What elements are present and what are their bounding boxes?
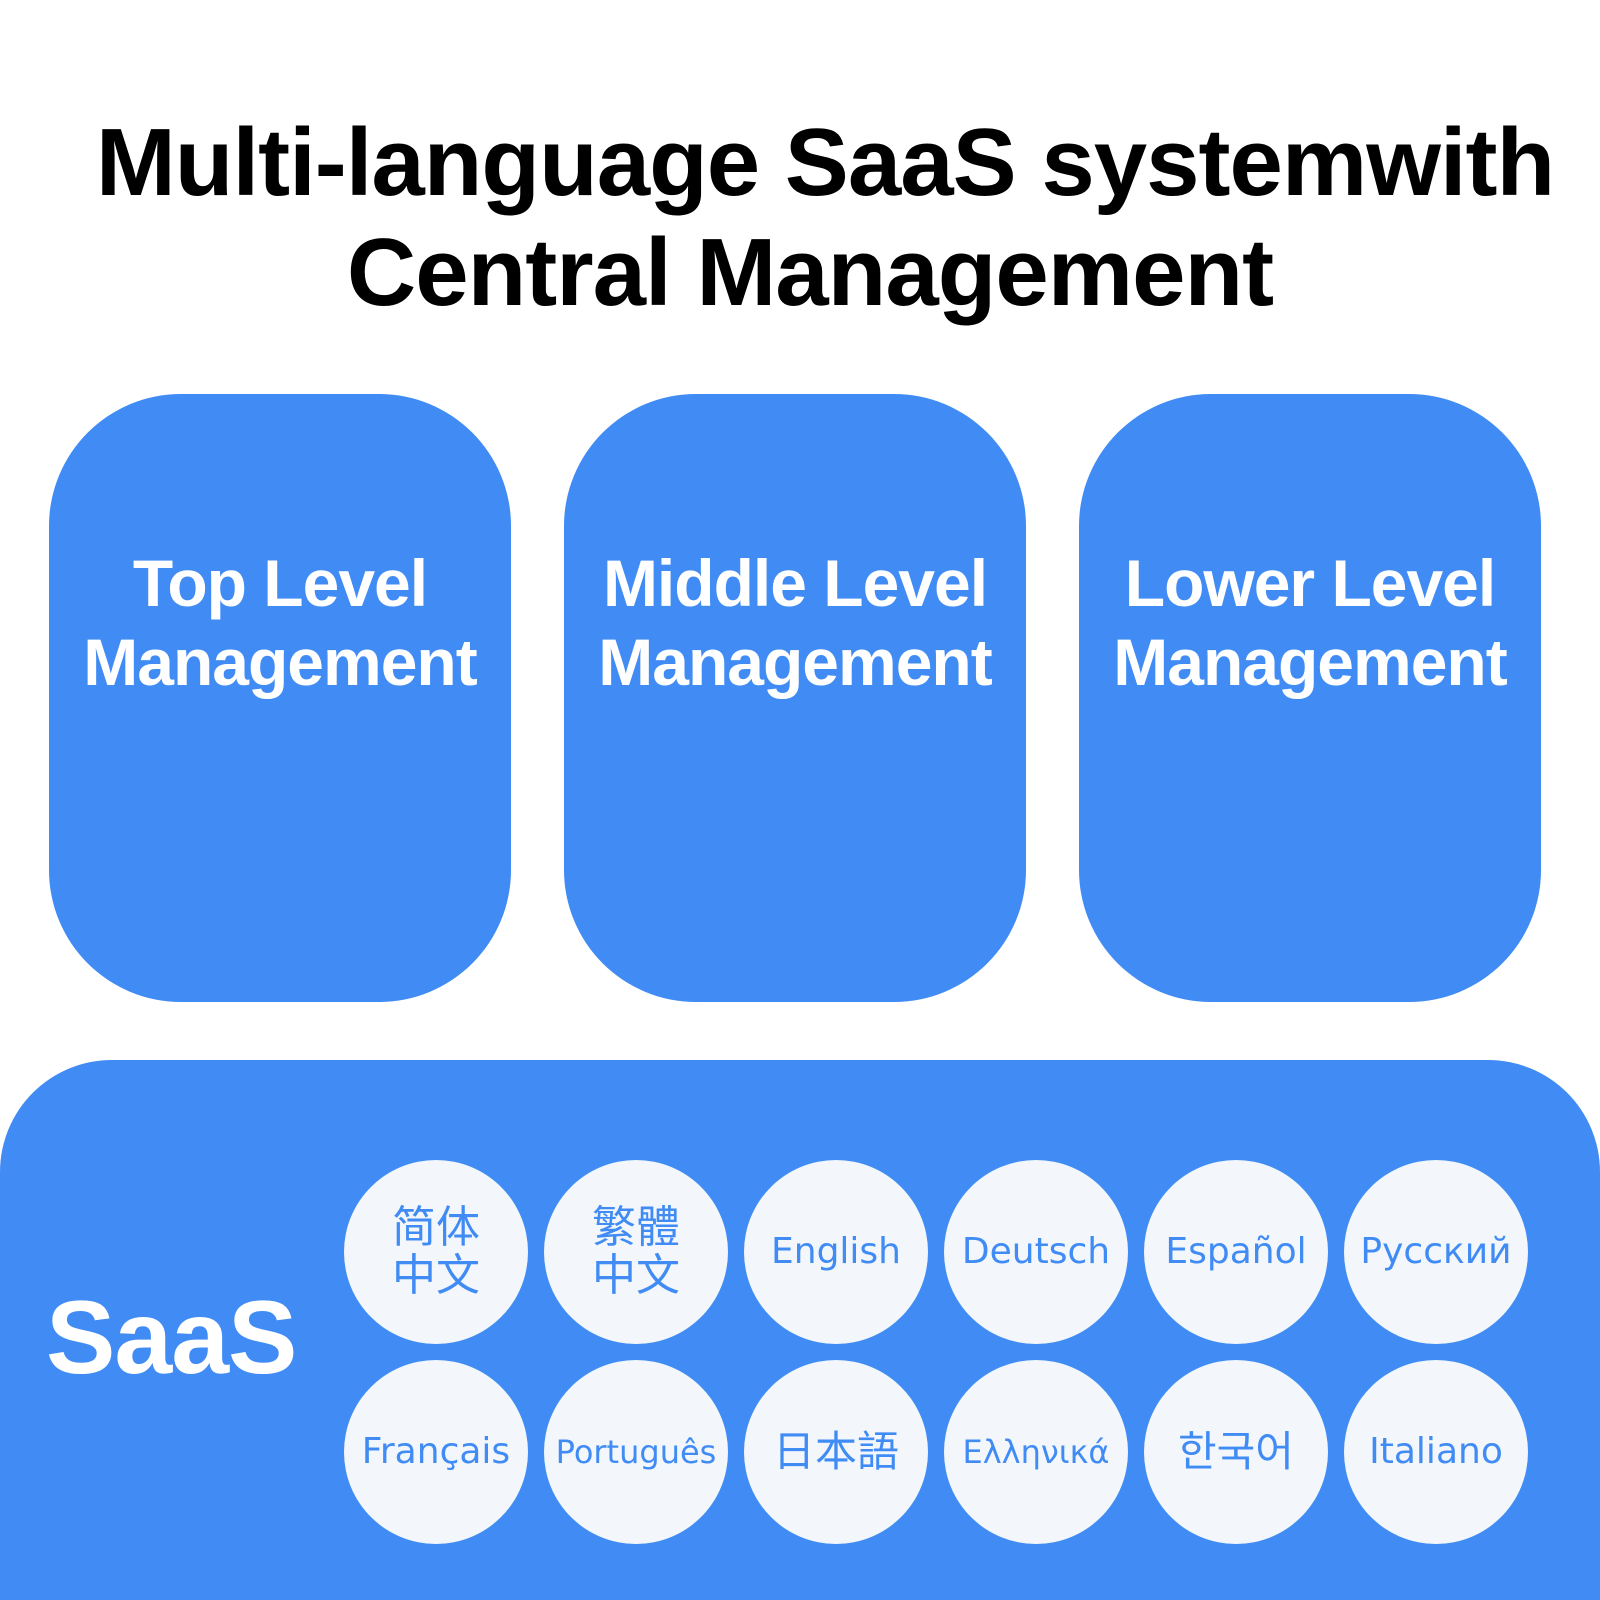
language-greek: Ελληνικά	[944, 1360, 1128, 1544]
top-level-management-box: Top Level Management	[49, 394, 511, 1002]
language-traditional-chinese: 繁體 中文	[544, 1160, 728, 1344]
lower-level-management-label: Lower Level Management	[1113, 544, 1507, 702]
language-label: Русский	[1360, 1231, 1512, 1272]
language-japanese: 日本語	[744, 1360, 928, 1544]
lower-level-label-line-2: Management	[1113, 625, 1507, 699]
page-title: Multi-language SaaS systemwith Central M…	[0, 108, 1600, 328]
language-russian: Русский	[1344, 1160, 1528, 1344]
middle-level-management-label: Middle Level Management	[598, 544, 992, 702]
language-label: 日本語	[772, 1427, 899, 1476]
language-label: Ελληνικά	[962, 1433, 1110, 1471]
saas-label: SaaS	[46, 1280, 297, 1396]
language-italian: Italiano	[1344, 1360, 1528, 1544]
language-label: Italiano	[1369, 1431, 1503, 1472]
language-label-line-1: 简体	[392, 1202, 480, 1253]
language-korean: 한국어	[1144, 1360, 1328, 1544]
language-label: Português	[555, 1433, 717, 1471]
language-simplified-chinese: 简体 中文	[344, 1160, 528, 1344]
middle-level-management-box: Middle Level Management	[564, 394, 1026, 1002]
language-grid: 简体 中文 繁體 中文 English Deutsch Español Русс…	[344, 1160, 1584, 1560]
language-label: Deutsch	[961, 1231, 1111, 1272]
language-label: Español	[1165, 1231, 1307, 1272]
title-line-1: Multi-language SaaS systemwith	[95, 109, 1555, 216]
middle-level-label-line-2: Management	[598, 625, 992, 699]
top-level-label-line-1: Top Level	[132, 546, 428, 620]
language-label: English	[771, 1231, 901, 1272]
language-label: 한국어	[1178, 1427, 1294, 1476]
language-spanish: Español	[1144, 1160, 1328, 1344]
lower-level-label-line-1: Lower Level	[1124, 546, 1496, 620]
language-portuguese: Português	[544, 1360, 728, 1544]
language-german: Deutsch	[944, 1160, 1128, 1344]
top-level-label-line-2: Management	[83, 625, 477, 699]
language-label-line-2: 中文	[592, 1250, 680, 1301]
lower-level-management-box: Lower Level Management	[1079, 394, 1541, 1002]
language-label-line-1: 繁體	[592, 1202, 680, 1253]
language-english: English	[744, 1160, 928, 1344]
language-french: Français	[344, 1360, 528, 1544]
middle-level-label-line-1: Middle Level	[602, 546, 988, 620]
title-line-2: Central Management	[346, 219, 1274, 326]
language-label: Français	[361, 1431, 511, 1472]
top-level-management-label: Top Level Management	[83, 544, 477, 702]
language-label-line-2: 中文	[392, 1250, 480, 1301]
